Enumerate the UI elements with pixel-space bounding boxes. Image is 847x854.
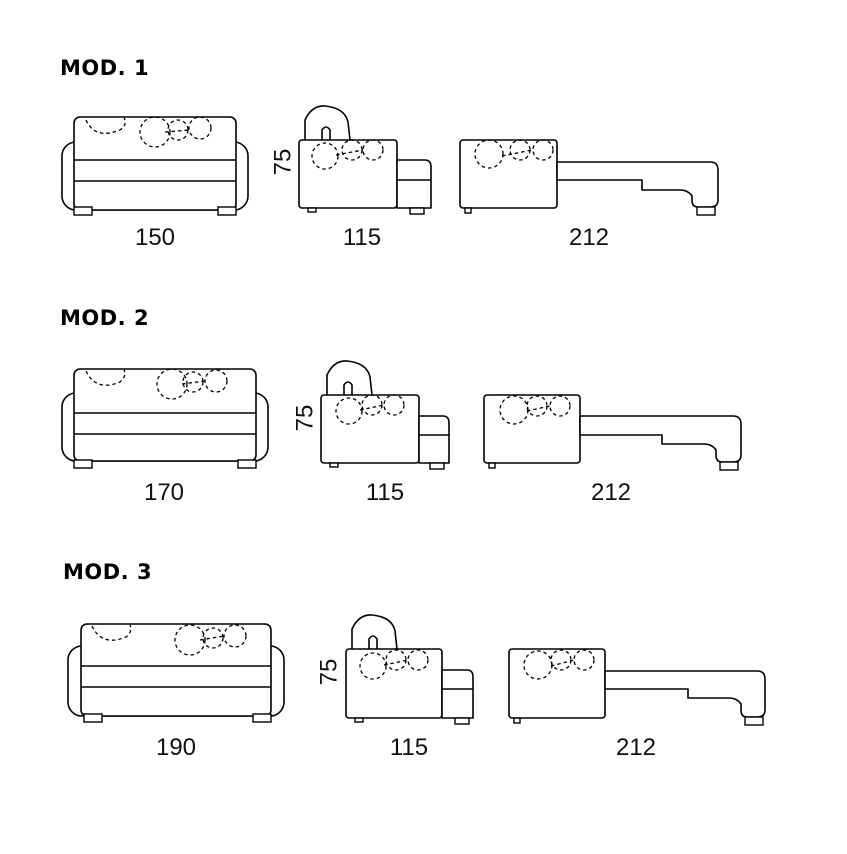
side-depth-label: 115	[389, 734, 429, 761]
model-2-drawings	[61, 360, 742, 471]
sofa-side-view	[298, 105, 432, 215]
model-title: MOD. 3	[63, 560, 153, 584]
model-2-section: MOD. 2	[0, 250, 847, 506]
model-1-section: MOD. 1	[0, 0, 847, 251]
sofa-front-view	[67, 623, 285, 723]
model-title: MOD. 1	[60, 56, 150, 80]
sofa-bed-open-view	[459, 139, 719, 216]
sofa-side-view	[345, 614, 474, 725]
sofa-bed-open-view	[483, 394, 742, 471]
sofa-side-view	[320, 360, 450, 470]
height-label: 75	[269, 148, 297, 176]
open-length-label: 212	[590, 479, 632, 506]
front-width-label: 170	[143, 479, 185, 506]
model-3-section: MOD. 3	[0, 504, 847, 761]
sofa-bed-open-view	[508, 648, 766, 726]
model-1-drawings	[61, 105, 719, 216]
side-depth-label: 115	[365, 479, 405, 506]
height-label: 75	[291, 404, 319, 432]
front-width-label: 190	[155, 734, 197, 761]
sofa-front-view	[61, 368, 269, 469]
model-title: MOD. 2	[60, 306, 150, 330]
side-depth-label: 115	[342, 224, 382, 251]
sofa-front-view	[61, 116, 249, 216]
open-length-label: 212	[568, 224, 610, 251]
front-width-label: 150	[134, 224, 176, 251]
open-length-label: 212	[615, 734, 657, 761]
model-3-drawings	[67, 614, 766, 726]
height-label: 75	[315, 658, 343, 686]
